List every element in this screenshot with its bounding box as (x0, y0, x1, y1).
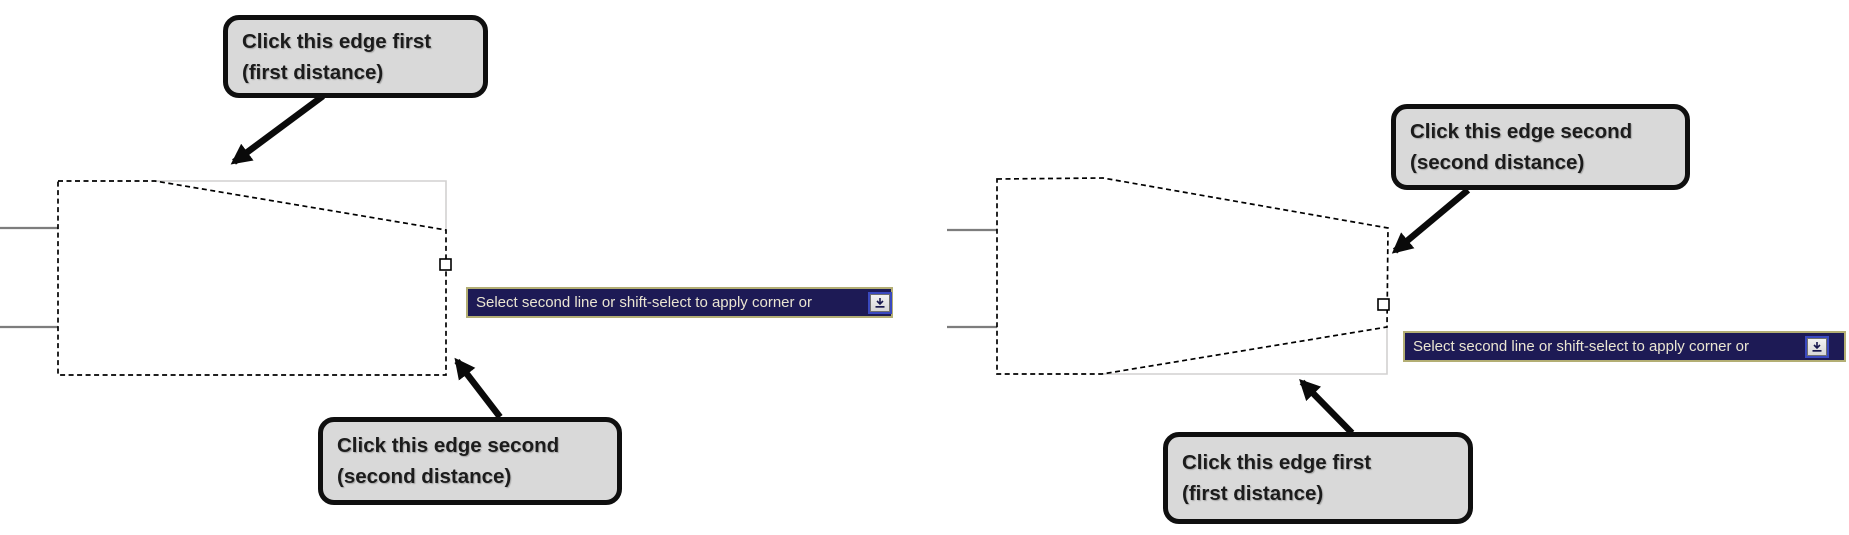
callout-right-bottom: Click this edge first (first distance) (1163, 432, 1473, 524)
callout-text: Click this edge first (1182, 451, 1372, 474)
callout-arrows (230, 93, 1471, 436)
shape-outline-dashed[interactable] (996, 177, 1389, 375)
grip-handle[interactable] (1377, 298, 1390, 311)
ghost-original-edge (1102, 327, 1388, 375)
callout-arrow (230, 93, 325, 165)
dynamic-input-tooltip: Select second line or shift-select to ap… (466, 287, 893, 318)
callout-text: Click this edge second (337, 434, 560, 457)
right-shape (947, 177, 1390, 375)
callout-text: (first distance) (242, 60, 384, 84)
tooltip-prompt-text: Select second line or shift-select to ap… (476, 294, 812, 311)
callout-text: Click this edge first (242, 29, 432, 53)
callout-arrow (1299, 379, 1355, 436)
left-shape (0, 180, 452, 376)
callout-text: (second distance) (337, 465, 512, 488)
callout-right-top: Click this edge second (second distance) (1391, 104, 1690, 190)
callout-left-top: Click this edge first (first distance) (223, 15, 488, 98)
down-arrow-icon[interactable] (1807, 337, 1827, 356)
callout-left-bottom: Click this edge second (second distance) (318, 417, 622, 505)
callout-text: (first distance) (1182, 482, 1324, 505)
callout-arrow (1391, 187, 1471, 254)
callout-arrow (454, 357, 503, 419)
shape-outline-dashed[interactable] (57, 180, 447, 376)
down-arrow-icon[interactable] (870, 293, 890, 312)
ghost-original-edge (155, 180, 447, 230)
callout-text: Click this edge second (1410, 120, 1633, 143)
dynamic-input-tooltip: Select second line or shift-select to ap… (1403, 331, 1846, 362)
tooltip-prompt-text: Select second line or shift-select to ap… (1413, 338, 1749, 355)
callout-text: (second distance) (1410, 151, 1585, 174)
grip-handle[interactable] (439, 258, 452, 271)
